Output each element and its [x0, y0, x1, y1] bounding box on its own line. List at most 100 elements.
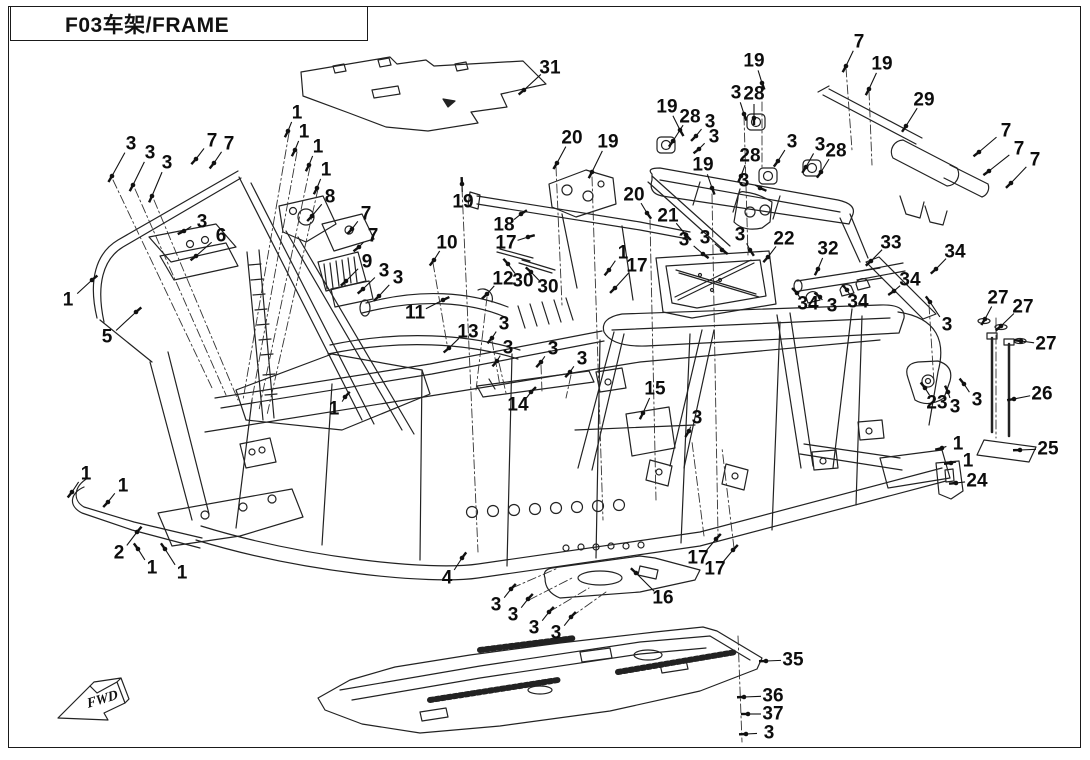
callout-leader [1010, 166, 1027, 184]
callout-leader [523, 74, 542, 91]
fastener-head [775, 158, 781, 164]
center-assembly [327, 169, 701, 599]
callout-leader [935, 258, 947, 270]
fastener-head [696, 146, 702, 152]
callout-leader [984, 306, 993, 320]
callout-leader [453, 557, 463, 571]
fastener-head [757, 185, 763, 191]
fastener-head [866, 86, 872, 92]
fastener-head [741, 111, 747, 117]
callout-leader [126, 531, 138, 546]
fastener-head [518, 211, 524, 217]
fastener-head [446, 345, 452, 351]
fastener-head [927, 299, 933, 305]
fastener-head [803, 164, 809, 170]
callout-leader [362, 277, 376, 290]
fastener-head [314, 185, 320, 191]
callout-leader [614, 272, 629, 289]
fastener-head [1011, 396, 1017, 402]
fastener-head [546, 609, 552, 615]
callout-leader [591, 150, 603, 173]
callout-leader [743, 695, 762, 698]
fastener-head [109, 173, 115, 179]
fastener-head [713, 536, 719, 542]
fastener-head [440, 297, 446, 303]
callout-leader [672, 115, 681, 131]
fastener-head [794, 290, 800, 296]
fastener-head [759, 80, 765, 86]
callout-leader [706, 174, 713, 189]
fastener-head [945, 389, 951, 395]
rear-rack [647, 85, 990, 320]
page-title: F03车架/FRAME [65, 13, 230, 37]
callout-leader [672, 124, 684, 142]
callout-leader [311, 203, 323, 217]
fastener-head [134, 529, 140, 535]
fastener-head [349, 226, 355, 232]
fastener-head [843, 63, 849, 69]
callout-leader [195, 241, 212, 257]
main-chassis [195, 304, 951, 581]
fastener-head [181, 228, 187, 234]
callout-leader [870, 249, 883, 262]
fastener-head [953, 480, 959, 486]
fastener-head [135, 546, 141, 552]
fastener-head [1017, 447, 1023, 453]
fastener-head [844, 287, 850, 293]
fastener-head [489, 335, 495, 341]
fastener-head [285, 128, 291, 134]
fastener-head [868, 258, 874, 264]
title-box: F03车架/FRAME [10, 6, 368, 41]
fastener-head [982, 316, 988, 322]
page-border [8, 6, 1081, 748]
front-frame [71, 170, 431, 549]
fastener-head [640, 410, 646, 416]
fastener-head [360, 286, 366, 292]
callout-leader [675, 222, 687, 236]
fastener-head [521, 87, 527, 93]
fastener-head [211, 160, 217, 166]
fastener-head [528, 389, 534, 395]
fastener-head [693, 133, 699, 139]
callout-leader [978, 136, 997, 153]
fastener-head [69, 489, 75, 495]
fastener-head [133, 309, 139, 315]
fastener-head [818, 169, 824, 175]
fastener-head [568, 614, 574, 620]
fastener-head [292, 147, 298, 153]
fastener-head [817, 294, 823, 300]
fastener-head [459, 555, 465, 561]
fastener-head [567, 369, 573, 375]
fastener-head [525, 234, 531, 240]
callout-leader [722, 549, 734, 563]
callout-leader [765, 659, 782, 662]
top-panel-31 [300, 56, 547, 132]
callout-leader [425, 299, 444, 310]
fastener-head [765, 254, 771, 260]
fastener-head [162, 546, 168, 552]
fastener-head [528, 269, 534, 275]
fastener-head [589, 169, 595, 175]
callout-leader [905, 107, 918, 127]
callout-leader [642, 397, 651, 414]
fastener-head [741, 694, 747, 700]
fastener-head [538, 359, 544, 365]
fastener-head [903, 123, 909, 129]
callout-leader [805, 153, 815, 168]
fastener-head [105, 499, 111, 505]
fastener-head [494, 358, 500, 364]
fastener-head [730, 547, 736, 553]
fastener-head [644, 210, 650, 216]
callout-leader [132, 161, 145, 186]
fastener-head [922, 385, 928, 391]
fastener-head [606, 267, 612, 273]
fastener-head [976, 149, 982, 155]
callout-leader [1019, 448, 1037, 451]
fastener-head [986, 168, 992, 174]
callout-leader [1000, 313, 1015, 327]
fastener-head [1018, 338, 1024, 344]
fastener-head [306, 162, 312, 168]
callout-leader [705, 538, 717, 552]
